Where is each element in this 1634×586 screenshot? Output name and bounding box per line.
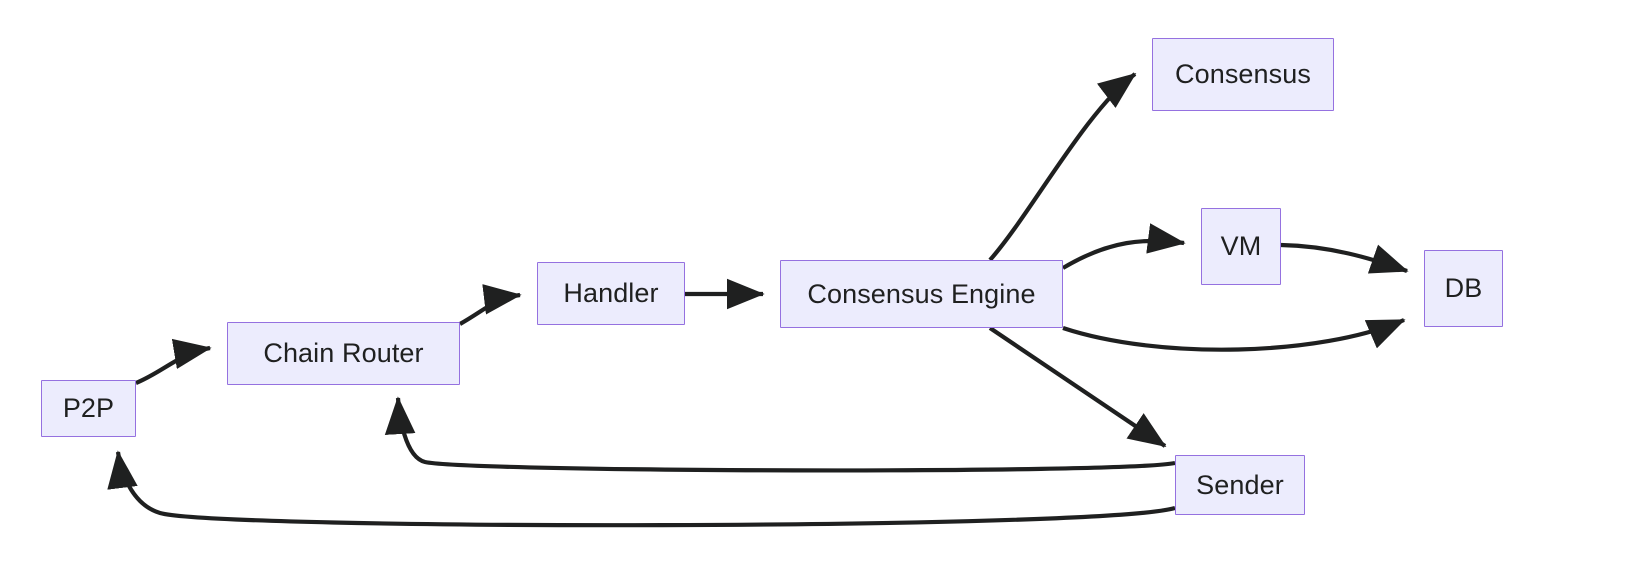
node-chain-router-label: Chain Router bbox=[263, 338, 424, 368]
node-sender-label: Sender bbox=[1196, 469, 1284, 500]
node-vm[interactable]: VM bbox=[1201, 208, 1281, 285]
node-consensus-label: Consensus bbox=[1175, 59, 1311, 89]
edge-vm-to-db bbox=[1280, 242, 1409, 274]
edge-consensus-engine-to-vm bbox=[1061, 223, 1186, 270]
node-db-label: DB bbox=[1444, 273, 1483, 303]
node-chain-router[interactable]: Chain Router bbox=[227, 322, 460, 385]
edge-chain-router-to-handler bbox=[458, 284, 522, 326]
edge-consensus-engine-to-sender bbox=[988, 326, 1167, 448]
node-consensus-engine[interactable]: Consensus Engine bbox=[780, 260, 1063, 328]
node-p2p[interactable]: P2P bbox=[41, 380, 136, 437]
edge-consensus-engine-to-consensus bbox=[988, 72, 1137, 262]
node-consensus-engine-label: Consensus Engine bbox=[807, 278, 1036, 309]
node-sender[interactable]: Sender bbox=[1175, 455, 1305, 515]
edge-consensus-engine-to-db bbox=[1062, 318, 1406, 352]
edge-sender-to-chain-router bbox=[384, 396, 1176, 473]
node-db[interactable]: DB bbox=[1424, 250, 1503, 327]
edge-p2p-to-chain-router bbox=[135, 338, 212, 385]
node-handler-label: Handler bbox=[563, 278, 659, 308]
node-vm-label: VM bbox=[1220, 231, 1262, 261]
node-p2p-label: P2P bbox=[62, 393, 115, 423]
edge-sender-to-p2p bbox=[107, 450, 1176, 528]
node-consensus[interactable]: Consensus bbox=[1152, 38, 1334, 111]
node-handler[interactable]: Handler bbox=[537, 262, 685, 325]
